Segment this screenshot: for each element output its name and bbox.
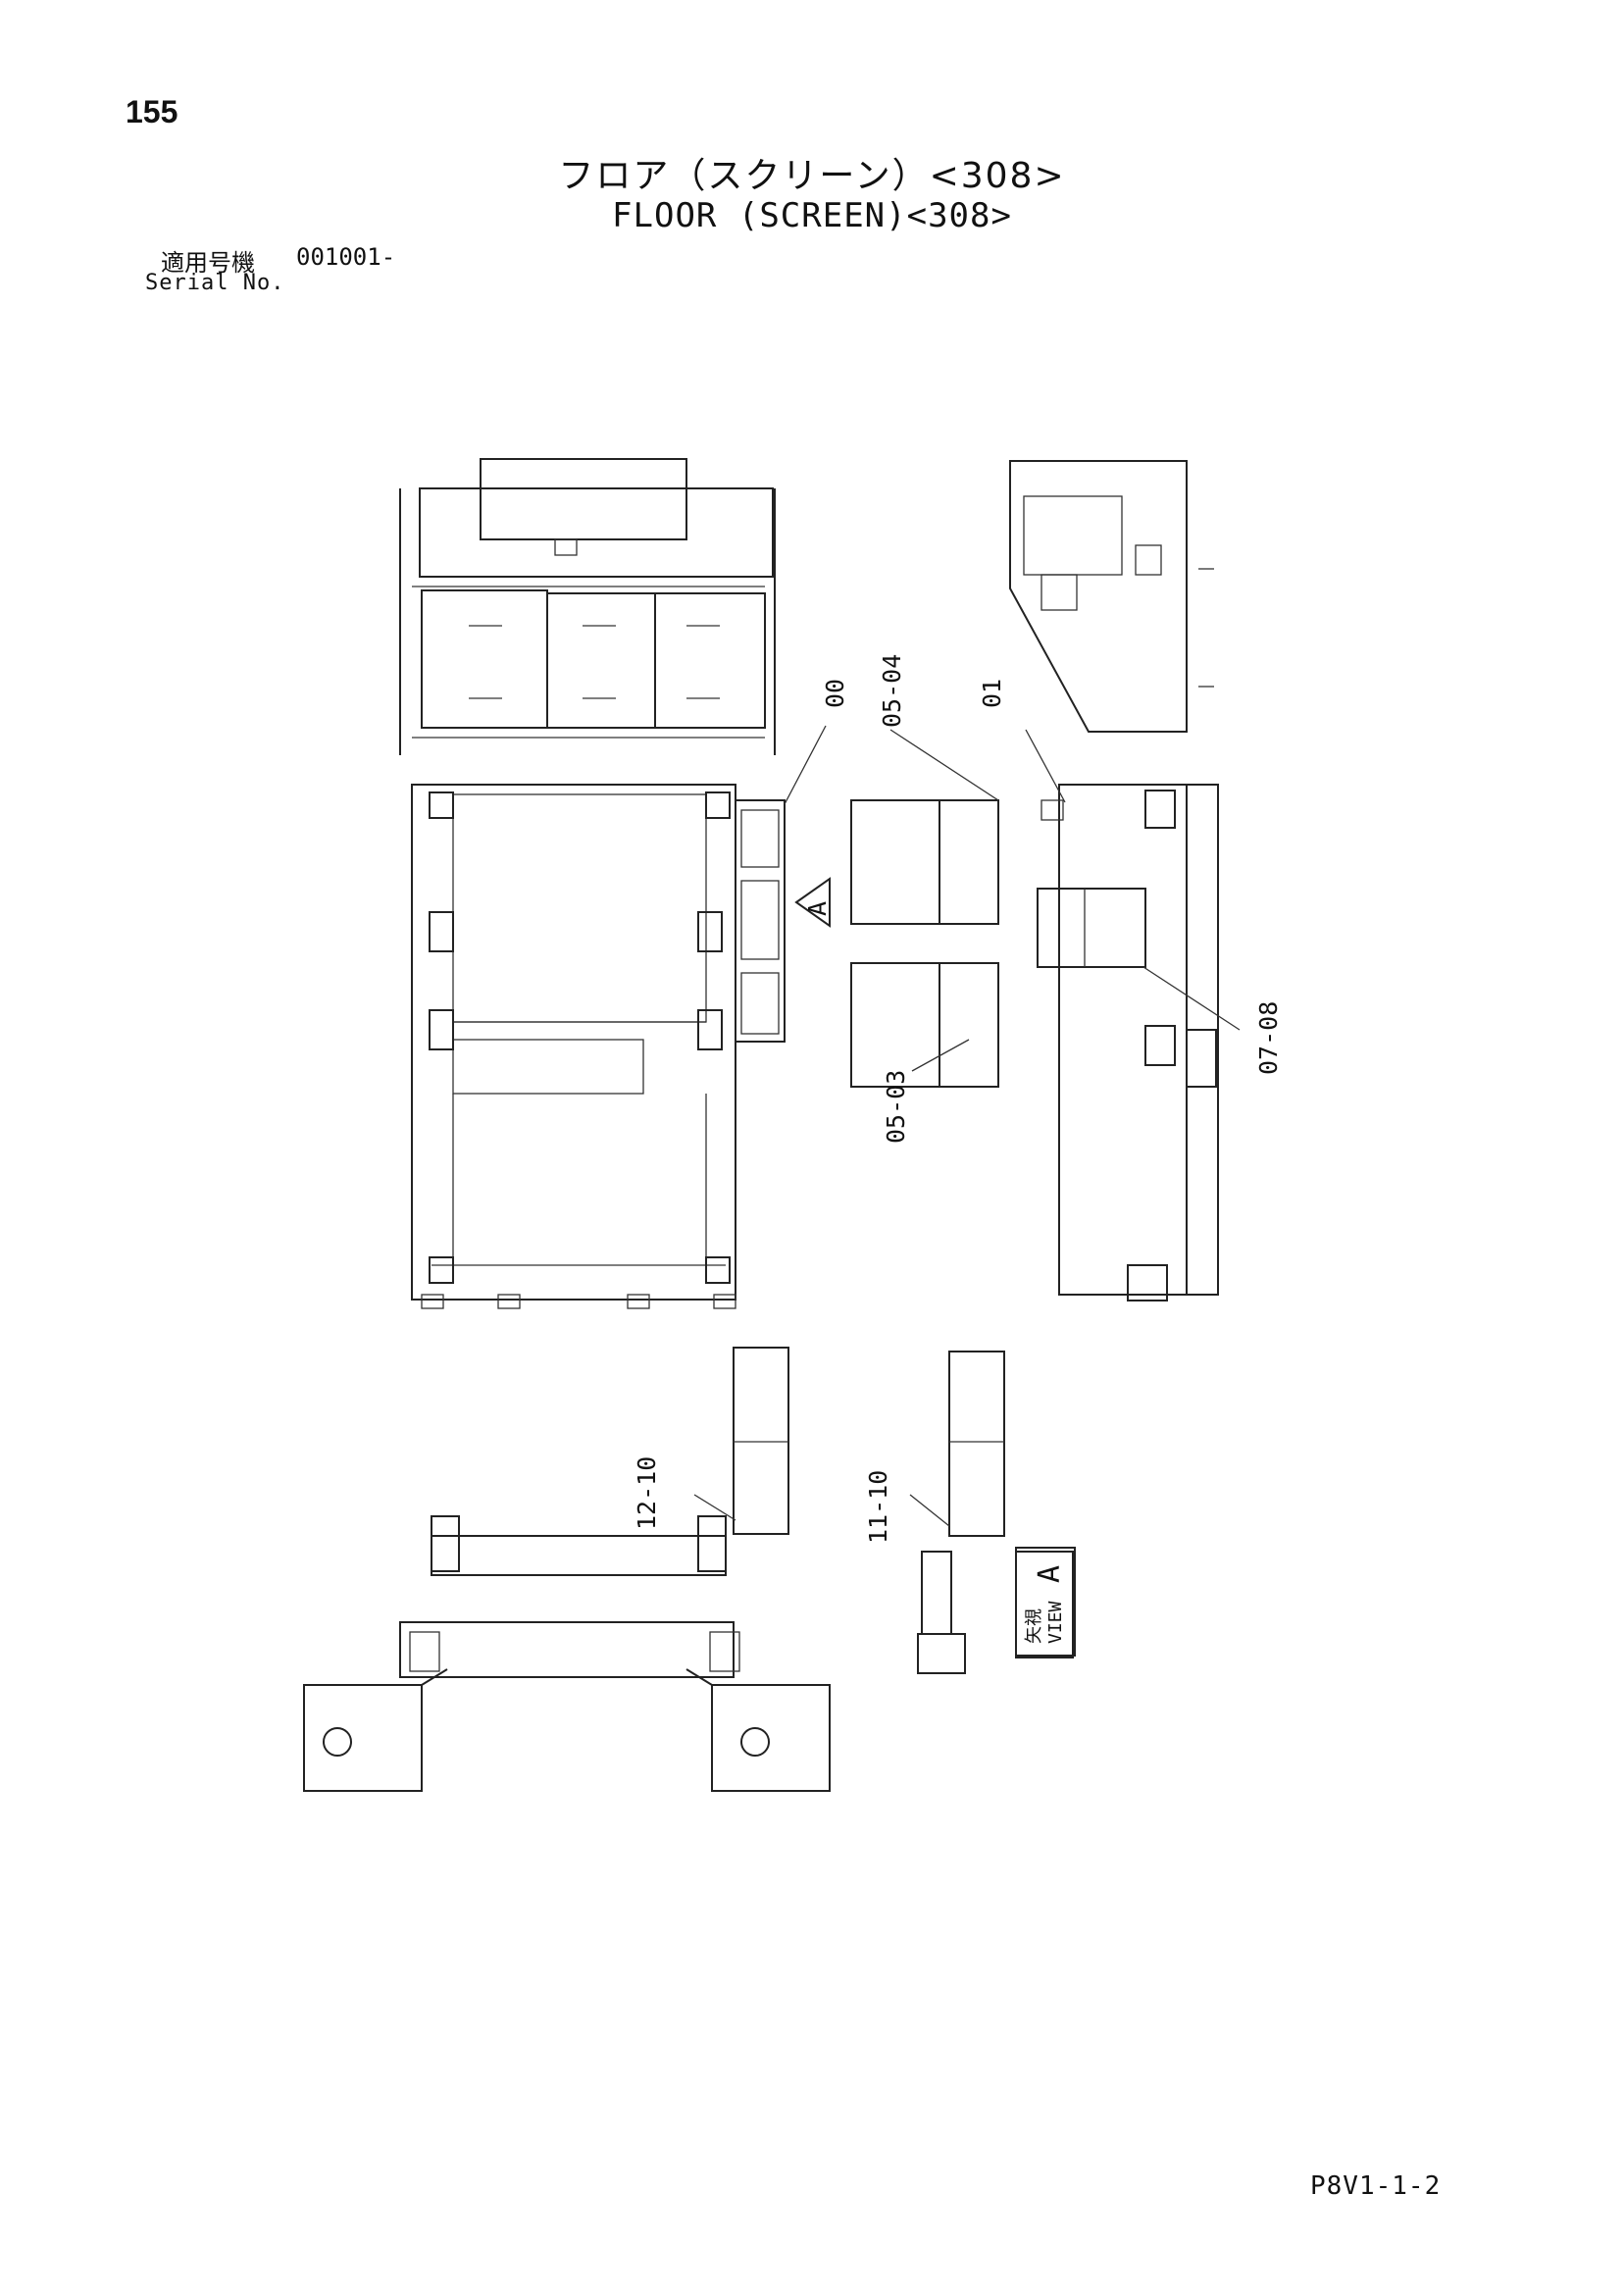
callout-12-10: 12-10 bbox=[633, 1456, 661, 1530]
callout-labels: 00 05-04 01 07-08 05-03 12-10 11-10 A bbox=[633, 654, 1283, 1544]
view-label-english: VIEW bbox=[1045, 1601, 1066, 1644]
frame-side-view bbox=[850, 460, 1219, 1301]
serial-number-value: 001001- bbox=[296, 243, 396, 271]
callout-leaders bbox=[693, 725, 1241, 1527]
view-label-letter: A bbox=[1033, 1565, 1067, 1583]
frame-top-view bbox=[399, 458, 786, 1309]
serial-label-english: Serial No. bbox=[145, 271, 285, 295]
page-title-japanese: フロア（スクリーン）<308> bbox=[558, 156, 1066, 196]
callout-11-10: 11-10 bbox=[864, 1470, 892, 1544]
page-number: 155 bbox=[126, 94, 178, 129]
callout-05-04: 05-04 bbox=[878, 654, 906, 728]
page-title-english: FLOOR (SCREEN)<308> bbox=[612, 196, 1012, 235]
footer-code: P8V1-1-2 bbox=[1310, 2171, 1442, 2201]
frame-front-view bbox=[303, 1347, 831, 1792]
view-label-japanese: 矢視 bbox=[1024, 1608, 1044, 1644]
view-a-marker-letter: A bbox=[803, 901, 832, 916]
callout-01: 01 bbox=[978, 679, 1006, 708]
view-a-label-box: 矢視 VIEW A bbox=[1015, 1547, 1076, 1657]
callout-00: 00 bbox=[821, 679, 849, 708]
callout-07-08: 07-08 bbox=[1254, 1001, 1283, 1075]
serial-label-japanese: 適用号機 bbox=[161, 249, 255, 277]
view-a-detail bbox=[917, 1351, 1074, 1674]
callout-05-03: 05-03 bbox=[882, 1070, 910, 1144]
